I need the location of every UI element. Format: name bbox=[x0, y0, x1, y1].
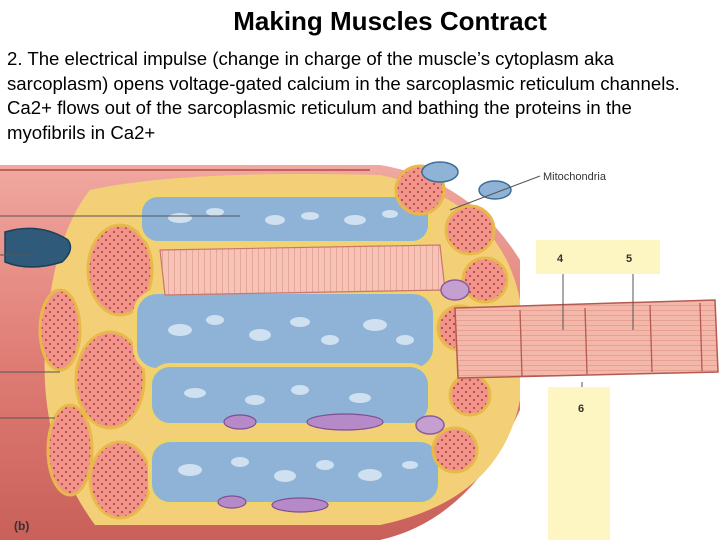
sarcoplasmic-reticulum bbox=[133, 193, 442, 506]
slide-body-text: 2. The electrical impulse (change in cha… bbox=[7, 48, 680, 143]
label-mitochondria: Mitochondria bbox=[543, 171, 607, 183]
label-5: 5 bbox=[626, 253, 632, 265]
panel-label: (b) bbox=[14, 519, 29, 533]
nucleus bbox=[4, 227, 72, 268]
label-6: 6 bbox=[578, 403, 584, 415]
answer-boxes bbox=[536, 240, 660, 540]
label-4: 4 bbox=[557, 253, 564, 265]
exposed-myofibril bbox=[159, 244, 446, 296]
slide-title: Making Muscles Contract bbox=[233, 6, 547, 36]
protruding-myofibril bbox=[454, 299, 719, 379]
muscle-fiber-figure: Mitochondria 4 5 6 (b) bbox=[0, 150, 720, 540]
